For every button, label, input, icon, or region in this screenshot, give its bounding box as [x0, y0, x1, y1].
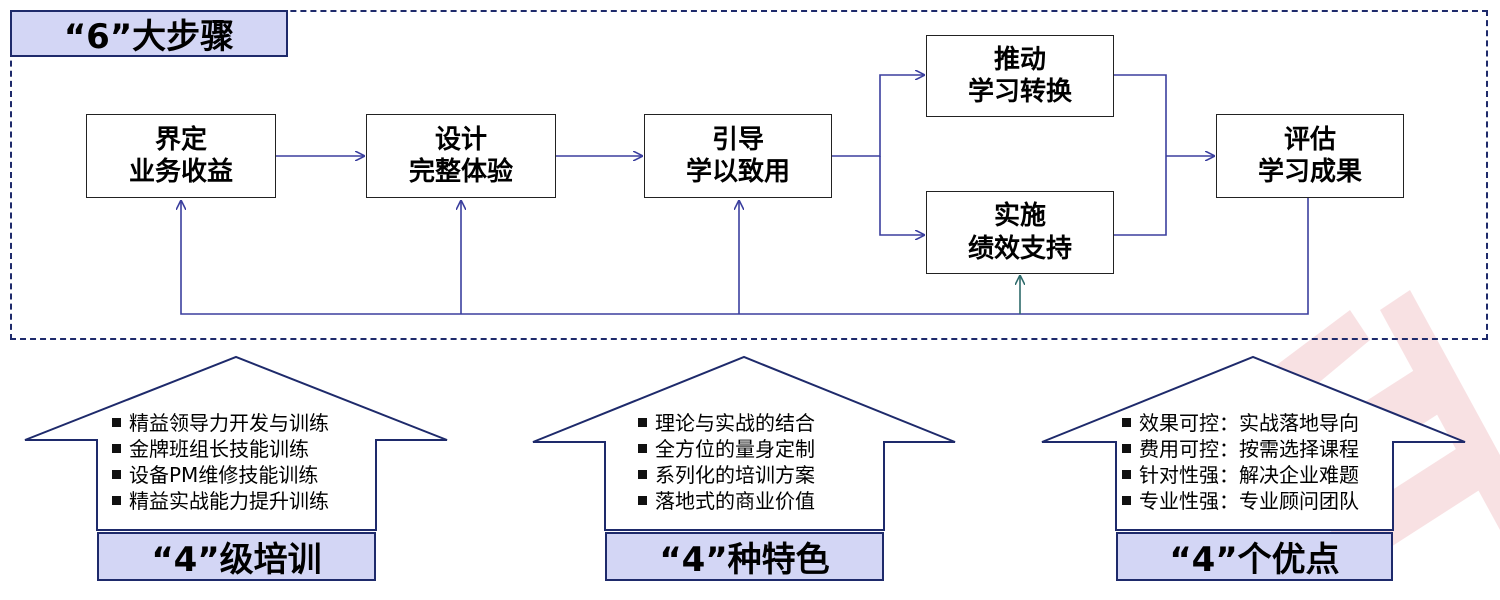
- step-line2: 学习转换: [967, 77, 1072, 107]
- bullet-icon: [638, 444, 647, 453]
- panel-advantages-list: 效果可控：实战落地导向 费用可控：按需选择课程 针对性强：解决企业难题 专业性强…: [1122, 410, 1359, 514]
- step-line1: 推动: [993, 44, 1046, 75]
- panel-label-advantages: “4”个优点: [1116, 532, 1393, 581]
- list-item: 设备PM维修技能训练: [112, 462, 329, 488]
- list-item: 精益实战能力提升训练: [112, 488, 329, 514]
- step-evaluate-results: 评估 学习成果: [1216, 114, 1404, 198]
- list-item: 金牌班组长技能训练: [112, 436, 329, 462]
- list-item: 落地式的商业价值: [638, 488, 815, 514]
- panel-features-list: 理论与实战的结合 全方位的量身定制 系列化的培训方案 落地式的商业价值: [638, 410, 815, 514]
- list-item: 专业性强：专业顾问团队: [1122, 488, 1359, 514]
- bullet-icon: [638, 418, 647, 427]
- steps-frame: [10, 10, 1488, 340]
- bullet-icon: [112, 496, 121, 505]
- step-line2: 学习成果: [1257, 157, 1362, 187]
- bullet-icon: [1122, 470, 1131, 479]
- bullet-icon: [1122, 444, 1131, 453]
- step-line2: 绩效支持: [967, 233, 1072, 264]
- steps-title: “6”大步骤: [10, 10, 288, 57]
- step-line2: 学以致用: [685, 157, 790, 187]
- list-item: 全方位的量身定制: [638, 436, 815, 462]
- list-item: 理论与实战的结合: [638, 410, 815, 436]
- bullet-icon: [112, 418, 121, 427]
- list-item: 效果可控：实战落地导向: [1122, 410, 1359, 436]
- step-guide-application: 引导 学以致用: [644, 114, 832, 198]
- bullet-icon: [1122, 496, 1131, 505]
- step-performance-support: 实施 绩效支持: [926, 191, 1114, 274]
- list-item: 系列化的培训方案: [638, 462, 815, 488]
- bullet-icon: [1122, 418, 1131, 427]
- step-design-experience: 设计 完整体验: [366, 114, 556, 198]
- step-line2: 业务收益: [128, 157, 233, 187]
- list-item: 费用可控：按需选择课程: [1122, 436, 1359, 462]
- bullet-icon: [112, 470, 121, 479]
- step-line1: 实施: [993, 201, 1046, 231]
- panel-label-features: “4”种特色: [605, 532, 884, 581]
- bullet-icon: [638, 496, 647, 505]
- bullet-icon: [112, 444, 121, 453]
- step-line2: 完整体验: [408, 157, 513, 187]
- step-line1: 评估: [1283, 124, 1336, 155]
- step-line1: 界定: [154, 124, 207, 155]
- bullet-icon: [638, 470, 647, 479]
- list-item: 针对性强：解决企业难题: [1122, 462, 1359, 488]
- step-drive-transfer: 推动 学习转换: [926, 35, 1114, 117]
- panel-training-list: 精益领导力开发与训练 金牌班组长技能训练 设备PM维修技能训练 精益实战能力提升…: [112, 410, 329, 514]
- step-define-business-value: 界定 业务收益: [86, 114, 276, 198]
- list-item: 精益领导力开发与训练: [112, 410, 329, 436]
- step-line1: 引导: [711, 124, 764, 155]
- step-line1: 设计: [434, 124, 487, 155]
- panel-label-training: “4”级培训: [97, 532, 376, 581]
